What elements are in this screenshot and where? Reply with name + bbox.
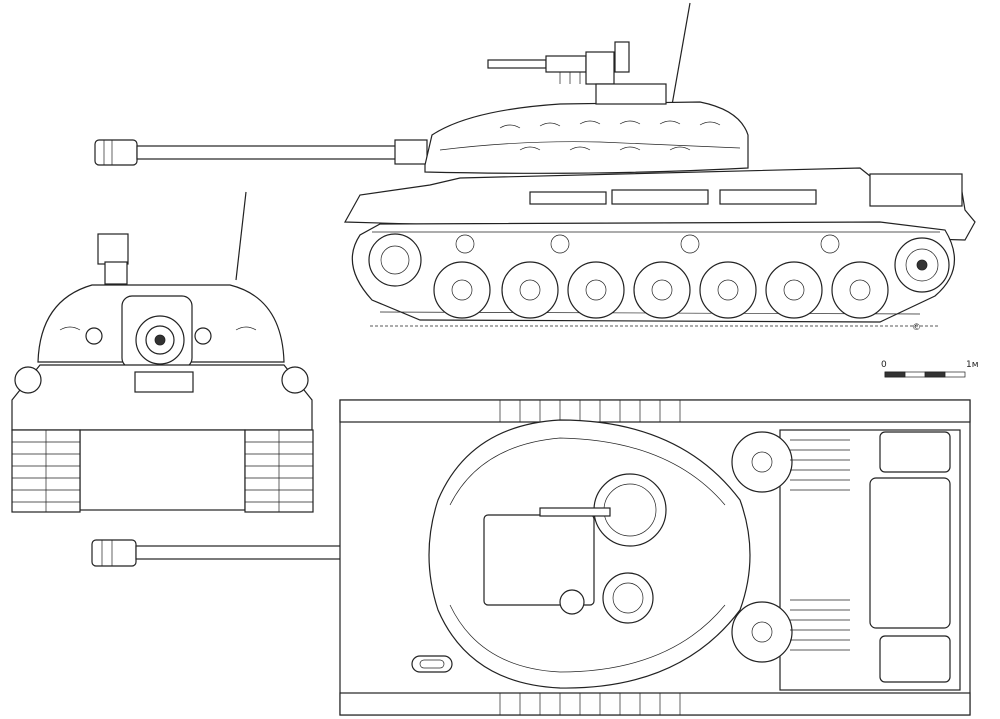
scale-bar-end: 1м <box>966 360 979 370</box>
signature-mark: © <box>912 323 921 333</box>
front-view <box>11 191 314 513</box>
front-antenna <box>235 191 247 281</box>
top-view <box>91 399 971 716</box>
side-antenna <box>671 2 691 106</box>
side-gun-barrel <box>94 139 428 166</box>
top-tracks <box>339 399 971 716</box>
top-cooling-fans <box>731 431 793 663</box>
side-roof-machine-gun <box>487 41 667 105</box>
side-road-wheels <box>368 233 950 319</box>
side-turret <box>424 101 749 174</box>
scale-bar-start: 0 <box>881 360 887 370</box>
scale-bar: 0 1м <box>881 360 979 378</box>
top-loader-hatch <box>602 572 654 624</box>
side-view: © <box>94 2 976 333</box>
